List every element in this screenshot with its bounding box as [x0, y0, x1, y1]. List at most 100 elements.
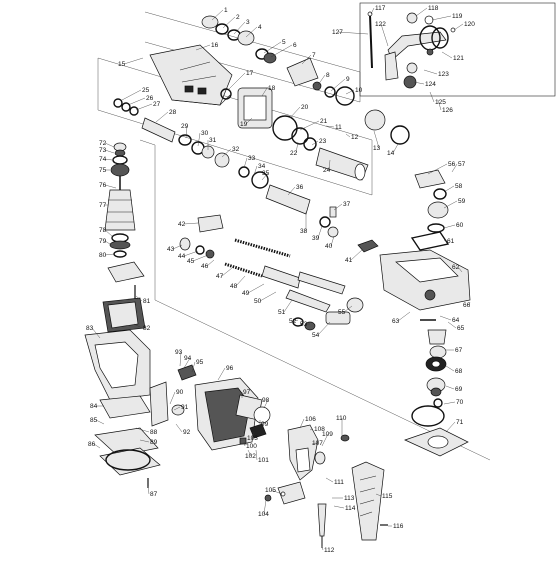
part-label-105: 105: [265, 487, 276, 494]
part-label-39: 39: [312, 235, 320, 242]
part-label-107: 107: [312, 440, 323, 447]
part-label-31: 31: [209, 137, 217, 144]
part-label-64: 64: [452, 317, 460, 324]
lower-housing-left: [84, 297, 161, 488]
leader-line-19: [245, 117, 253, 125]
leader-line-98: [263, 399, 269, 409]
leader-line-55: [343, 305, 353, 313]
part-label-5: 5: [282, 39, 286, 46]
leader-line-45: [192, 254, 209, 262]
leader-line-121: [441, 51, 453, 59]
leader-line-28: [155, 111, 169, 123]
part-label-65: 65: [457, 325, 465, 332]
leader-line-71: [445, 421, 456, 433]
part-label-63: 63: [392, 318, 400, 325]
leader-line-49: [247, 283, 265, 294]
part-label-7: 7: [312, 52, 316, 59]
leader-line-66: [468, 301, 471, 306]
part-label-29: 29: [181, 123, 189, 130]
part-label-10: 10: [355, 87, 363, 94]
leader-line-30: [197, 132, 201, 147]
armature-assembly: [104, 142, 145, 300]
part-label-91: 91: [181, 404, 189, 411]
leader-line-107: [311, 442, 319, 445]
leader-line-36: [287, 186, 296, 196]
leader-line-95: [191, 361, 196, 373]
leader-line-59: [443, 200, 458, 209]
part-label-89: 89: [150, 439, 158, 446]
part-label-85: 85: [90, 417, 98, 424]
part-label-37: 37: [343, 201, 351, 208]
part-label-28: 28: [169, 109, 177, 116]
part-label-109: 109: [322, 431, 333, 438]
piston-crank-parts: [179, 214, 364, 331]
part-label-88: 88: [150, 429, 158, 436]
part-label-3: 3: [246, 19, 250, 26]
leader-line-42: [183, 222, 199, 225]
leader-line-1: [211, 9, 224, 21]
leader-line-50: [259, 291, 277, 302]
part-label-126: 126: [442, 107, 453, 114]
leader-line-47: [221, 267, 233, 277]
part-label-86: 86: [88, 441, 96, 448]
leader-line-73: [104, 149, 115, 154]
leader-line-86: [93, 443, 101, 449]
part-label-47: 47: [216, 273, 224, 280]
part-label-2: 2: [236, 14, 240, 21]
leader-line-24: [328, 159, 331, 171]
part-label-38: 38: [300, 228, 308, 235]
part-label-122: 122: [375, 21, 386, 28]
part-label-16: 16: [211, 42, 219, 49]
leader-line-11: [325, 125, 335, 128]
part-label-66: 66: [463, 302, 471, 309]
part-label-33: 33: [248, 155, 256, 162]
leader-line-91: [173, 406, 181, 411]
leader-line-78: [104, 229, 113, 237]
frame-lower: [139, 139, 491, 461]
leader-line-25: [121, 89, 142, 101]
leader-line-105: [270, 489, 283, 495]
part-label-36: 36: [296, 184, 304, 191]
part-label-98: 98: [262, 397, 270, 404]
part-label-62: 62: [452, 264, 460, 271]
part-label-1: 1: [224, 7, 228, 14]
part-label-78: 78: [99, 227, 107, 234]
part-label-54: 54: [312, 332, 320, 339]
part-label-96: 96: [226, 365, 234, 372]
part-label-35: 35: [262, 170, 270, 177]
leader-line-16: [195, 44, 211, 51]
part-label-27: 27: [153, 101, 161, 108]
leader-line-51: [283, 299, 293, 313]
part-label-59: 59: [458, 198, 466, 205]
crank-housing: [379, 169, 471, 321]
leader-line-112: [321, 545, 324, 551]
part-label-22: 22: [290, 150, 298, 157]
leader-line-9: [330, 78, 346, 92]
leader-line-23: [311, 140, 319, 146]
leader-line-72: [104, 142, 115, 148]
leader-line-109: [321, 433, 329, 447]
leader-line-64: [439, 315, 452, 321]
leader-line-114: [333, 505, 345, 509]
leader-line-83: [91, 327, 101, 339]
leader-line-4: [245, 26, 258, 38]
leader-line-56: [427, 163, 448, 175]
part-label-41: 41: [345, 257, 353, 264]
part-label-108: 108: [314, 426, 325, 433]
part-label-82: 82: [143, 325, 151, 332]
part-label-34: 34: [258, 163, 266, 170]
leader-line-61: [443, 239, 447, 242]
part-label-68: 68: [455, 368, 463, 375]
part-label-58: 58: [455, 183, 463, 190]
part-label-121: 121: [453, 55, 464, 62]
part-label-56: 56: [448, 161, 456, 168]
leader-line-44: [183, 250, 199, 257]
part-label-116: 116: [393, 523, 404, 530]
part-label-49: 49: [242, 290, 250, 297]
leader-line-81: [135, 295, 143, 302]
part-label-50: 50: [254, 298, 262, 305]
part-label-46: 46: [201, 263, 209, 270]
leader-line-65: [447, 321, 457, 329]
leader-line-37: [333, 203, 343, 211]
leader-line-12: [345, 133, 351, 138]
